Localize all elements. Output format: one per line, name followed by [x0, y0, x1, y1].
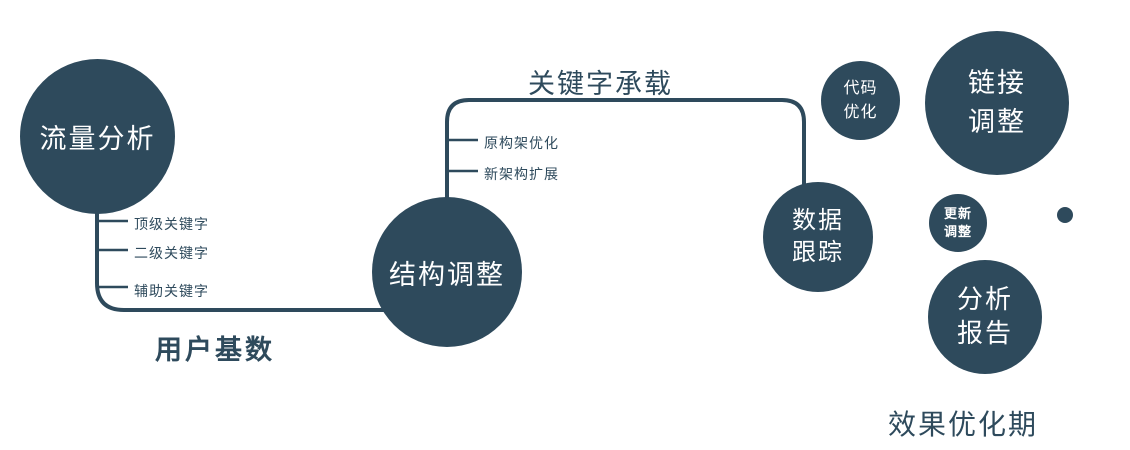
node-link-adjustment: 链接 调整 [925, 31, 1069, 175]
node-analysis-report-line2: 报告 [956, 318, 1013, 348]
edge-label-user-base: 用户基数 [155, 335, 275, 365]
node-analysis-report: 分析 报告 [928, 260, 1042, 374]
node-code-optimization-line2: 优化 [843, 103, 878, 121]
node-code-optimization: 代码 优化 [821, 61, 900, 140]
node-structure-adjustment-label: 结构调整 [389, 259, 505, 290]
edge-label-keyword-carrying: 关键字承载 [528, 69, 673, 99]
branch-label-auxiliary-keywords: 辅助关键字 [134, 283, 209, 299]
edge-structure-to-tracking [445, 98, 806, 230]
small-dot-marker [1057, 207, 1073, 223]
branch-label-secondary-keywords: 二级关键字 [134, 245, 209, 261]
caption-effect-optimization-period: 效果优化期 [888, 409, 1039, 440]
node-structure-adjustment: 结构调整 [372, 197, 522, 347]
node-link-adjustment-line2: 调整 [968, 107, 1026, 137]
node-update-adjustment-line2: 调整 [943, 224, 972, 239]
node-traffic-analysis: 流量分析 [20, 59, 175, 214]
node-traffic-analysis-label: 流量分析 [39, 124, 156, 154]
node-link-adjustment-line1: 链接 [968, 67, 1026, 98]
branch-label-new-architecture: 新架构扩展 [484, 166, 559, 182]
branch-label-original-architecture: 原构架优化 [484, 135, 559, 151]
node-code-optimization-line1: 代码 [843, 80, 878, 98]
node-data-tracking: 数据 跟踪 [763, 182, 873, 292]
node-data-tracking-line1: 数据 [792, 206, 844, 234]
node-data-tracking-line2: 跟踪 [792, 239, 844, 266]
node-update-adjustment: 更新 调整 [929, 194, 987, 252]
node-analysis-report-line1: 分析 [956, 284, 1013, 315]
edge-traffic-to-structure [95, 190, 440, 312]
node-update-adjustment-line1: 更新 [943, 205, 972, 221]
branch-label-top-keywords: 顶级关键字 [134, 216, 209, 232]
